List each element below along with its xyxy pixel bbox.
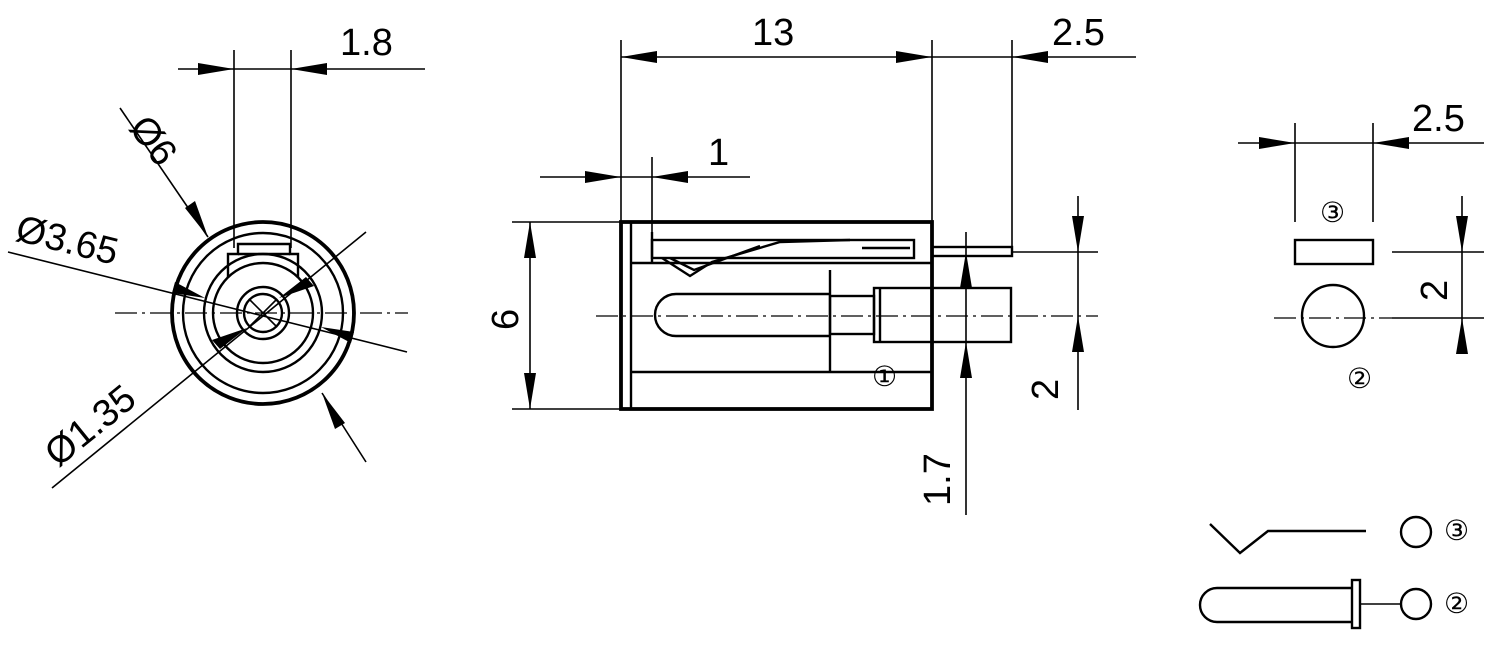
- side-offset-arrow-top: [960, 252, 972, 288]
- front-outer-circle: [170, 220, 356, 406]
- side-length-label: 13: [752, 12, 794, 54]
- side-flange-arrow-left: [585, 171, 621, 183]
- front-mid-diameter-label: Ø3.65: [12, 208, 123, 274]
- front-slot-width-label: 1.8: [340, 22, 393, 64]
- side-height-arrow-bottom: [524, 373, 536, 409]
- side-pin-collar: [828, 294, 876, 336]
- side-spring-contact-inner: [669, 244, 761, 272]
- end-view: 2.5 ③ ② 2: [1238, 98, 1484, 395]
- front-clip: [226, 242, 300, 278]
- side-pin-arrow-bottom: [1072, 316, 1084, 352]
- side-height-arrow-top: [524, 222, 536, 258]
- side-offset-arrow-bottom: [960, 342, 972, 378]
- side-tab: [930, 245, 1014, 258]
- side-pin-body: [653, 292, 830, 338]
- side-flange-arrow-right: [652, 171, 688, 183]
- side-tab-length-label: 2.5: [1052, 12, 1105, 54]
- front-slot-arrow-left: [198, 63, 234, 75]
- end-tab-width-label: 2.5: [1412, 98, 1465, 140]
- front-slot-arrow-right: [291, 63, 327, 75]
- front-mid-arrow-right: [321, 327, 354, 343]
- front-outer-diameter-label: Ø6: [121, 108, 185, 174]
- front-pin-outer-circle: [235, 285, 291, 341]
- side-tab-arrow: [1012, 51, 1048, 63]
- front-inner-leader: [51, 231, 367, 489]
- side-offset-label: 1.7: [917, 453, 959, 506]
- front-view: 1.8 Ø6 Ø3.65 Ø1.35: [7, 22, 425, 489]
- side-spring-contact: [661, 238, 851, 278]
- end-height-arrow-bottom: [1456, 318, 1468, 354]
- end-tab-height-label: 2: [1414, 280, 1456, 301]
- end-height-arrow-top: [1456, 216, 1468, 252]
- legend-spring-symbol: [1209, 523, 1366, 555]
- front-mid-inner-circle: [211, 261, 315, 365]
- front-inner-arrow-right: [279, 277, 314, 298]
- side-length-arrow-right: [896, 51, 932, 63]
- end-tab-marker: ③: [1320, 196, 1345, 229]
- side-pin-end: [872, 286, 1013, 344]
- front-pin-inner-circle: [242, 292, 284, 334]
- end-pin-circle: [1300, 283, 1366, 349]
- front-pin-cross-2: [249, 299, 277, 327]
- end-tab-rect: [1293, 238, 1375, 266]
- legend: ③ ②: [1198, 514, 1469, 630]
- end-circle-marker: ②: [1347, 362, 1372, 395]
- side-height-label: 6: [485, 309, 527, 330]
- legend-pin-marker: ②: [1444, 587, 1469, 620]
- front-mid-arrow: [172, 282, 205, 298]
- front-outer-arrow-lower: [322, 393, 345, 429]
- legend-pin-circle: [1399, 587, 1433, 621]
- side-pin-arrow-top: [1072, 216, 1084, 252]
- side-pin-height-label: 2: [1025, 379, 1067, 400]
- side-body-outline: [619, 220, 934, 411]
- legend-pin-flange: [1350, 578, 1362, 630]
- legend-spring-circle: [1399, 515, 1433, 549]
- legend-spring-marker: ③: [1444, 514, 1469, 547]
- side-pin-marker: ①: [872, 360, 897, 393]
- side-spring-channel: [650, 238, 916, 260]
- side-view: 13 2.5 1 6 2 1.7 ①: [485, 12, 1136, 515]
- side-flange-label: 1: [708, 132, 729, 174]
- front-outer-inner-circle: [181, 231, 345, 395]
- end-tab-arrow-left: [1259, 137, 1295, 149]
- front-inner-arrow: [212, 328, 247, 349]
- side-length-arrow-left: [621, 51, 657, 63]
- legend-pin-body: [1198, 586, 1352, 624]
- front-outer-arrow: [185, 201, 208, 237]
- end-tab-arrow-right: [1373, 137, 1409, 149]
